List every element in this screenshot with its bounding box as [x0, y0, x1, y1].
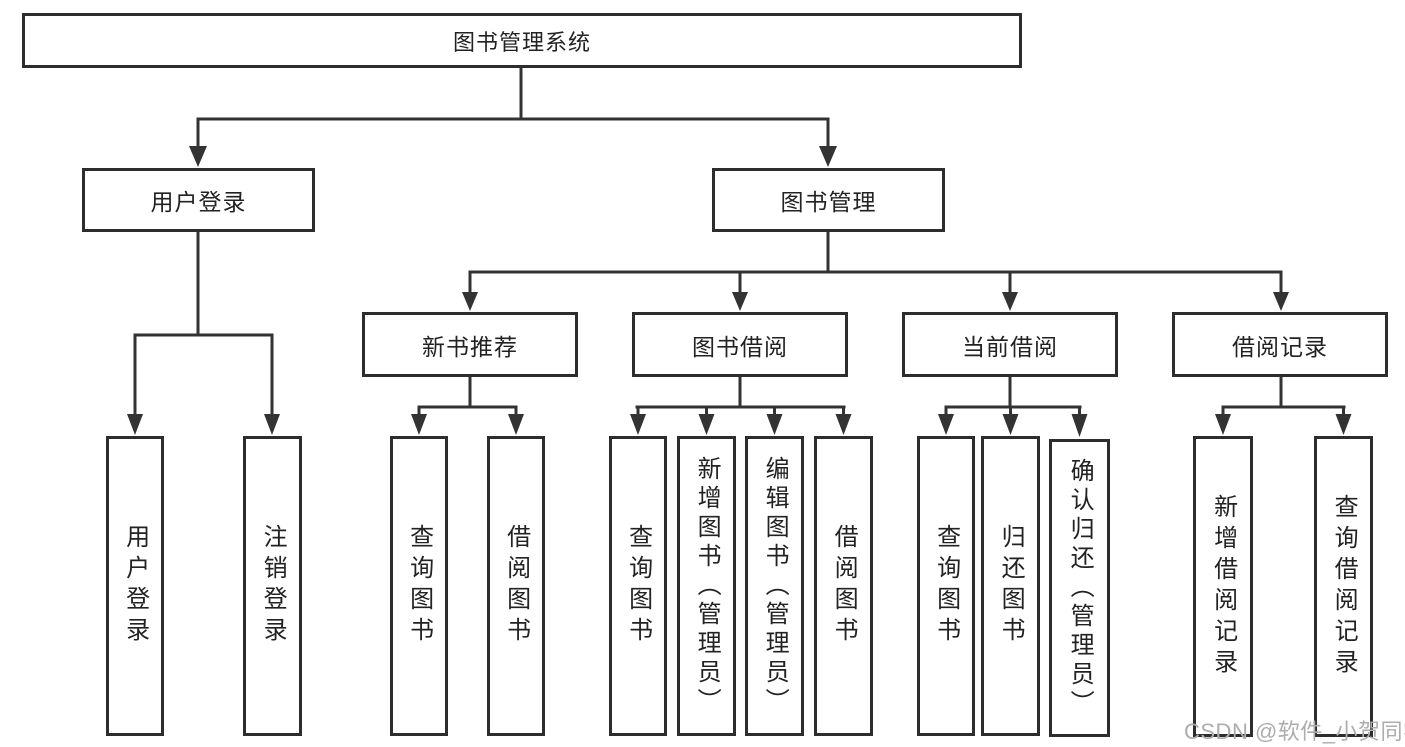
leaf-return-books: 归还图书 [981, 436, 1040, 736]
leaf-logout: 注销登录 [243, 436, 302, 736]
arrowhead-icon [938, 414, 954, 435]
leaf-query-borrow-record-label: 查询借阅记录 [1330, 493, 1358, 680]
leaf-borrow-books-label: 借阅图书 [502, 524, 530, 648]
leaf-query-books: 查询图书 [917, 436, 975, 736]
arrowhead-icon [1002, 292, 1018, 311]
leaf-edit-book-admin: 编辑图书（管理员） [745, 436, 804, 736]
arrowhead-icon [732, 292, 748, 311]
arrowhead-icon [264, 414, 280, 435]
node-book-management-label: 图书管理 [780, 189, 877, 215]
leaf-borrow-books-label: 借阅图书 [830, 524, 858, 648]
leaf-query-books-label: 查询图书 [932, 524, 960, 648]
node-user-login-label: 用户登录 [150, 189, 247, 215]
arrowhead-icon [1002, 414, 1019, 435]
node-new-book-recommendation: 新书推荐 [362, 312, 578, 377]
node-current-borrowing-label: 当前借阅 [962, 333, 1058, 360]
leaf-user-login: 用户登录 [106, 436, 164, 736]
leaf-confirm-return-admin-label: 确认归还（管理员） [1066, 457, 1094, 719]
node-borrowing-records-label: 借阅记录 [1232, 333, 1328, 360]
arrowhead-icon [1071, 414, 1088, 437]
arrowhead-icon [462, 292, 478, 311]
arrowhead-icon [835, 414, 852, 435]
leaf-add-book-admin-label: 新增图书（管理员） [693, 455, 721, 717]
leaf-borrow-books: 借阅图书 [487, 436, 545, 736]
arrowhead-icon [508, 414, 524, 435]
arrowhead-icon [1335, 414, 1352, 435]
node-current-borrowing: 当前借阅 [902, 312, 1118, 377]
leaf-query-books: 查询图书 [390, 436, 448, 736]
leaf-add-book-admin: 新增图书（管理员） [677, 436, 736, 736]
leaf-query-borrow-record: 查询借阅记录 [1314, 436, 1373, 737]
node-book-borrowing: 图书借阅 [632, 312, 848, 377]
arrowhead-icon [630, 414, 646, 435]
leaf-logout-label: 注销登录 [259, 524, 287, 648]
leaf-query-books: 查询图书 [609, 436, 667, 736]
leaf-add-borrow-record: 新增借阅记录 [1193, 436, 1253, 737]
node-new-book-recommendation-label: 新书推荐 [422, 333, 518, 360]
arrowhead-icon [766, 414, 783, 435]
arrowhead-icon [411, 414, 427, 435]
node-book-management: 图书管理 [712, 168, 945, 232]
node-root-label: 图书管理系统 [452, 29, 591, 55]
leaf-edit-book-admin-label: 编辑图书（管理员） [761, 455, 789, 717]
leaf-return-books-label: 归还图书 [997, 524, 1025, 648]
node-borrowing-records: 借阅记录 [1172, 312, 1388, 377]
arrowhead-icon [1215, 414, 1231, 435]
node-book-borrowing-label: 图书借阅 [692, 333, 788, 360]
node-root: 图书管理系统 [22, 13, 1022, 68]
arrowhead-icon [189, 146, 207, 167]
leaf-confirm-return-admin: 确认归还（管理员） [1049, 439, 1110, 737]
leaf-add-borrow-record-label: 新增借阅记录 [1209, 493, 1237, 680]
arrowhead-icon [819, 146, 837, 167]
leaf-user-login-label: 用户登录 [121, 524, 149, 648]
arrowhead-icon [1273, 292, 1289, 311]
node-user-login: 用户登录 [82, 168, 315, 232]
arrowhead-icon [127, 414, 143, 435]
leaf-query-books-label: 查询图书 [405, 524, 433, 648]
leaf-query-books-label: 查询图书 [624, 524, 652, 648]
watermark: CSDN @软件_小贺同学 [1184, 719, 1405, 744]
leaf-borrow-books: 借阅图书 [814, 436, 873, 736]
arrowhead-icon [698, 414, 715, 435]
